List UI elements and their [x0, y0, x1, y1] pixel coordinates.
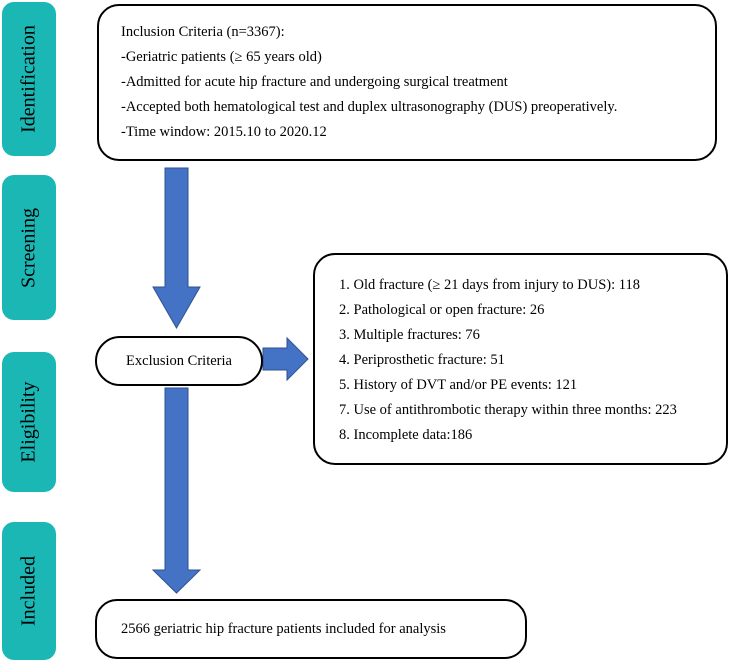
arrow-down-included — [151, 387, 202, 594]
exclusion-item: 2. Pathological or open fracture: 26 — [339, 302, 545, 318]
exclusion-label: Exclusion Criteria — [126, 352, 232, 369]
arrow-down-screening — [152, 167, 201, 330]
inclusion-line: -Accepted both hematological test and du… — [121, 99, 618, 115]
inclusion-line: -Time window: 2015.10 to 2020.12 — [121, 124, 327, 140]
exclusion-criteria-node: Exclusion Criteria — [95, 336, 263, 386]
exclusion-item: 4. Periprosthetic fracture: 51 — [339, 352, 505, 368]
exclusion-item: 5. History of DVT and/or PE events: 121 — [339, 377, 578, 393]
included-text: 2566 geriatric hip fracture patients inc… — [121, 620, 446, 637]
stage-identification: Identification — [2, 2, 56, 156]
inclusion-line: -Admitted for acute hip fracture and und… — [121, 74, 508, 90]
inclusion-line: -Geriatric patients (≥ 65 years old) — [121, 49, 322, 65]
exclusion-item: 1. Old fracture (≥ 21 days from injury t… — [339, 277, 640, 293]
stage-screening: Screening — [2, 175, 56, 320]
arrow-right-exclusion — [262, 336, 309, 382]
exclusion-item: 8. Incomplete data:186 — [339, 427, 473, 443]
inclusion-title: Inclusion Criteria (n=3367): — [121, 24, 285, 40]
exclusion-item: 3. Multiple fractures: 76 — [339, 327, 480, 343]
inclusion-criteria-box: Inclusion Criteria (n=3367): -Geriatric … — [97, 4, 717, 161]
stage-included: Included — [2, 522, 56, 660]
stage-eligibility: Eligibility — [2, 352, 56, 492]
exclusion-list-box: 1. Old fracture (≥ 21 days from injury t… — [313, 253, 728, 465]
included-patients-box: 2566 geriatric hip fracture patients inc… — [95, 599, 527, 659]
exclusion-item: 7. Use of antithrombotic therapy within … — [339, 402, 677, 418]
